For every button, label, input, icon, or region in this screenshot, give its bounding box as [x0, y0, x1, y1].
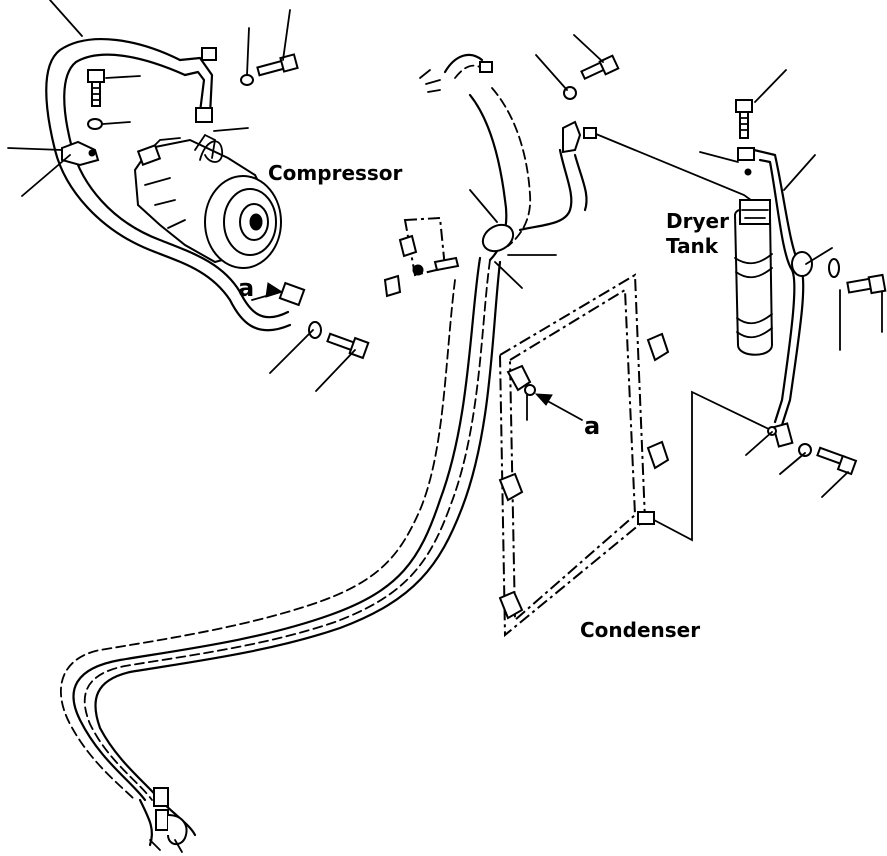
- bottom-fitting-clip: [167, 814, 188, 846]
- washer-dryer-right: [828, 258, 840, 278]
- upper-center-hose-group: [383, 34, 756, 298]
- compressor-discharge-pipe: [178, 56, 214, 117]
- bolt-dryer-top: [735, 99, 753, 139]
- reference-arrowhead-a-1: [265, 282, 284, 298]
- reference-mark-a-1: a: [238, 274, 254, 302]
- condenser-outlet-line: [653, 390, 776, 542]
- compressor-discharge-pipe-inner: [183, 70, 206, 114]
- long-hose-bottom-left: [138, 798, 154, 847]
- bolt-compressor-bottom: [326, 332, 370, 360]
- pressure-switch-dot: [744, 168, 752, 176]
- bolt-dryer-bottom: [816, 446, 858, 476]
- leader-lines-dryer: [699, 69, 883, 498]
- compressor-label: Compressor: [268, 161, 403, 185]
- hose-clamp-center: [481, 223, 515, 253]
- bottom-fitting-1: [153, 787, 169, 807]
- long-hose-group: [60, 256, 502, 853]
- upper-hose-loop: [443, 53, 484, 74]
- condenser-frame-inner: [508, 288, 637, 623]
- dryer-inlet-nut: [583, 127, 597, 139]
- bracket-bolt: [412, 264, 424, 276]
- long-hose-2-dash: [60, 279, 456, 801]
- compressor-suction-hose-inner: [63, 53, 290, 319]
- hose-clamp-left: [61, 140, 100, 167]
- leader-lines-upper-center: [469, 34, 604, 289]
- reference-mark-a-2: a: [584, 412, 600, 440]
- top-fitting: [201, 47, 217, 61]
- bottom-fitting-detail: [149, 839, 183, 853]
- dryer-tank-group: [699, 69, 887, 498]
- bracket-detail: [398, 234, 418, 258]
- compressor-detail: [144, 133, 216, 229]
- condenser-port-a: [524, 384, 536, 396]
- dryer-inlet-hose-2: [573, 153, 588, 212]
- washer-dryer-bottom: [798, 443, 812, 457]
- bolt-compressor-top: [256, 53, 299, 77]
- long-hose-outer: [72, 256, 482, 802]
- dryer-tank-bands: [734, 253, 773, 339]
- condenser-frame: [498, 273, 647, 638]
- condenser-label: Condenser: [580, 618, 700, 642]
- reference-arrow-a-2: [541, 397, 583, 421]
- dryer-tank-label-line2: Tank: [666, 234, 719, 258]
- washer-compressor-bottom: [308, 321, 322, 339]
- upper-hose-detail: [419, 69, 441, 93]
- long-hose-dash-1: [83, 259, 491, 801]
- bracket-bolts: [383, 256, 460, 298]
- bolt-upper-center: [580, 54, 620, 81]
- dryer-inlet-hose: [518, 148, 573, 232]
- dryer-pipe-clamp: [791, 251, 813, 277]
- compressor-fitting: [136, 144, 162, 166]
- bolt-dryer-right: [846, 273, 887, 295]
- long-hose-inner: [94, 260, 502, 802]
- dryer-outlet-pipe-inner: [758, 158, 796, 424]
- bottom-fitting-2: [155, 809, 169, 831]
- main-hose-upper-dash: [491, 87, 531, 247]
- pressure-switch: [737, 147, 755, 161]
- condenser-group: [498, 273, 776, 638]
- compressor-group: [7, 0, 370, 392]
- compressor-hose-end-fitting: [278, 281, 306, 307]
- dryer-tank-cap-detail: [741, 209, 769, 219]
- dryer-connection-line: [595, 133, 756, 204]
- discharge-fitting: [195, 107, 213, 123]
- reference-arrowhead-a-2: [534, 393, 553, 406]
- condenser-bracket-3: [498, 590, 524, 620]
- leader-lines-compressor: [7, 0, 356, 392]
- bolt-upper-left: [87, 69, 105, 107]
- dryer-tank-cap: [739, 199, 771, 225]
- dryer-tank-label-line1: Dryer: [666, 209, 729, 233]
- condenser-bracket-1: [506, 364, 532, 392]
- compressor-wire: [199, 140, 223, 163]
- condenser-bracket-4: [646, 332, 670, 362]
- compressor-suction-hose: [45, 38, 292, 332]
- dryer-pipe-end-fitting: [772, 422, 794, 448]
- condenser-outlet-fitting: [637, 511, 655, 525]
- hose-clamp-left-hole: [88, 149, 96, 157]
- upper-hose-end-fitting: [479, 61, 493, 73]
- compressor-pulley-center: [249, 213, 263, 231]
- washer-compressor-top: [240, 74, 254, 86]
- dryer-inlet-fitting: [562, 120, 582, 154]
- washer-upper-left: [87, 118, 103, 130]
- condenser-bracket-2: [498, 472, 524, 502]
- condenser-bracket-5: [646, 440, 670, 470]
